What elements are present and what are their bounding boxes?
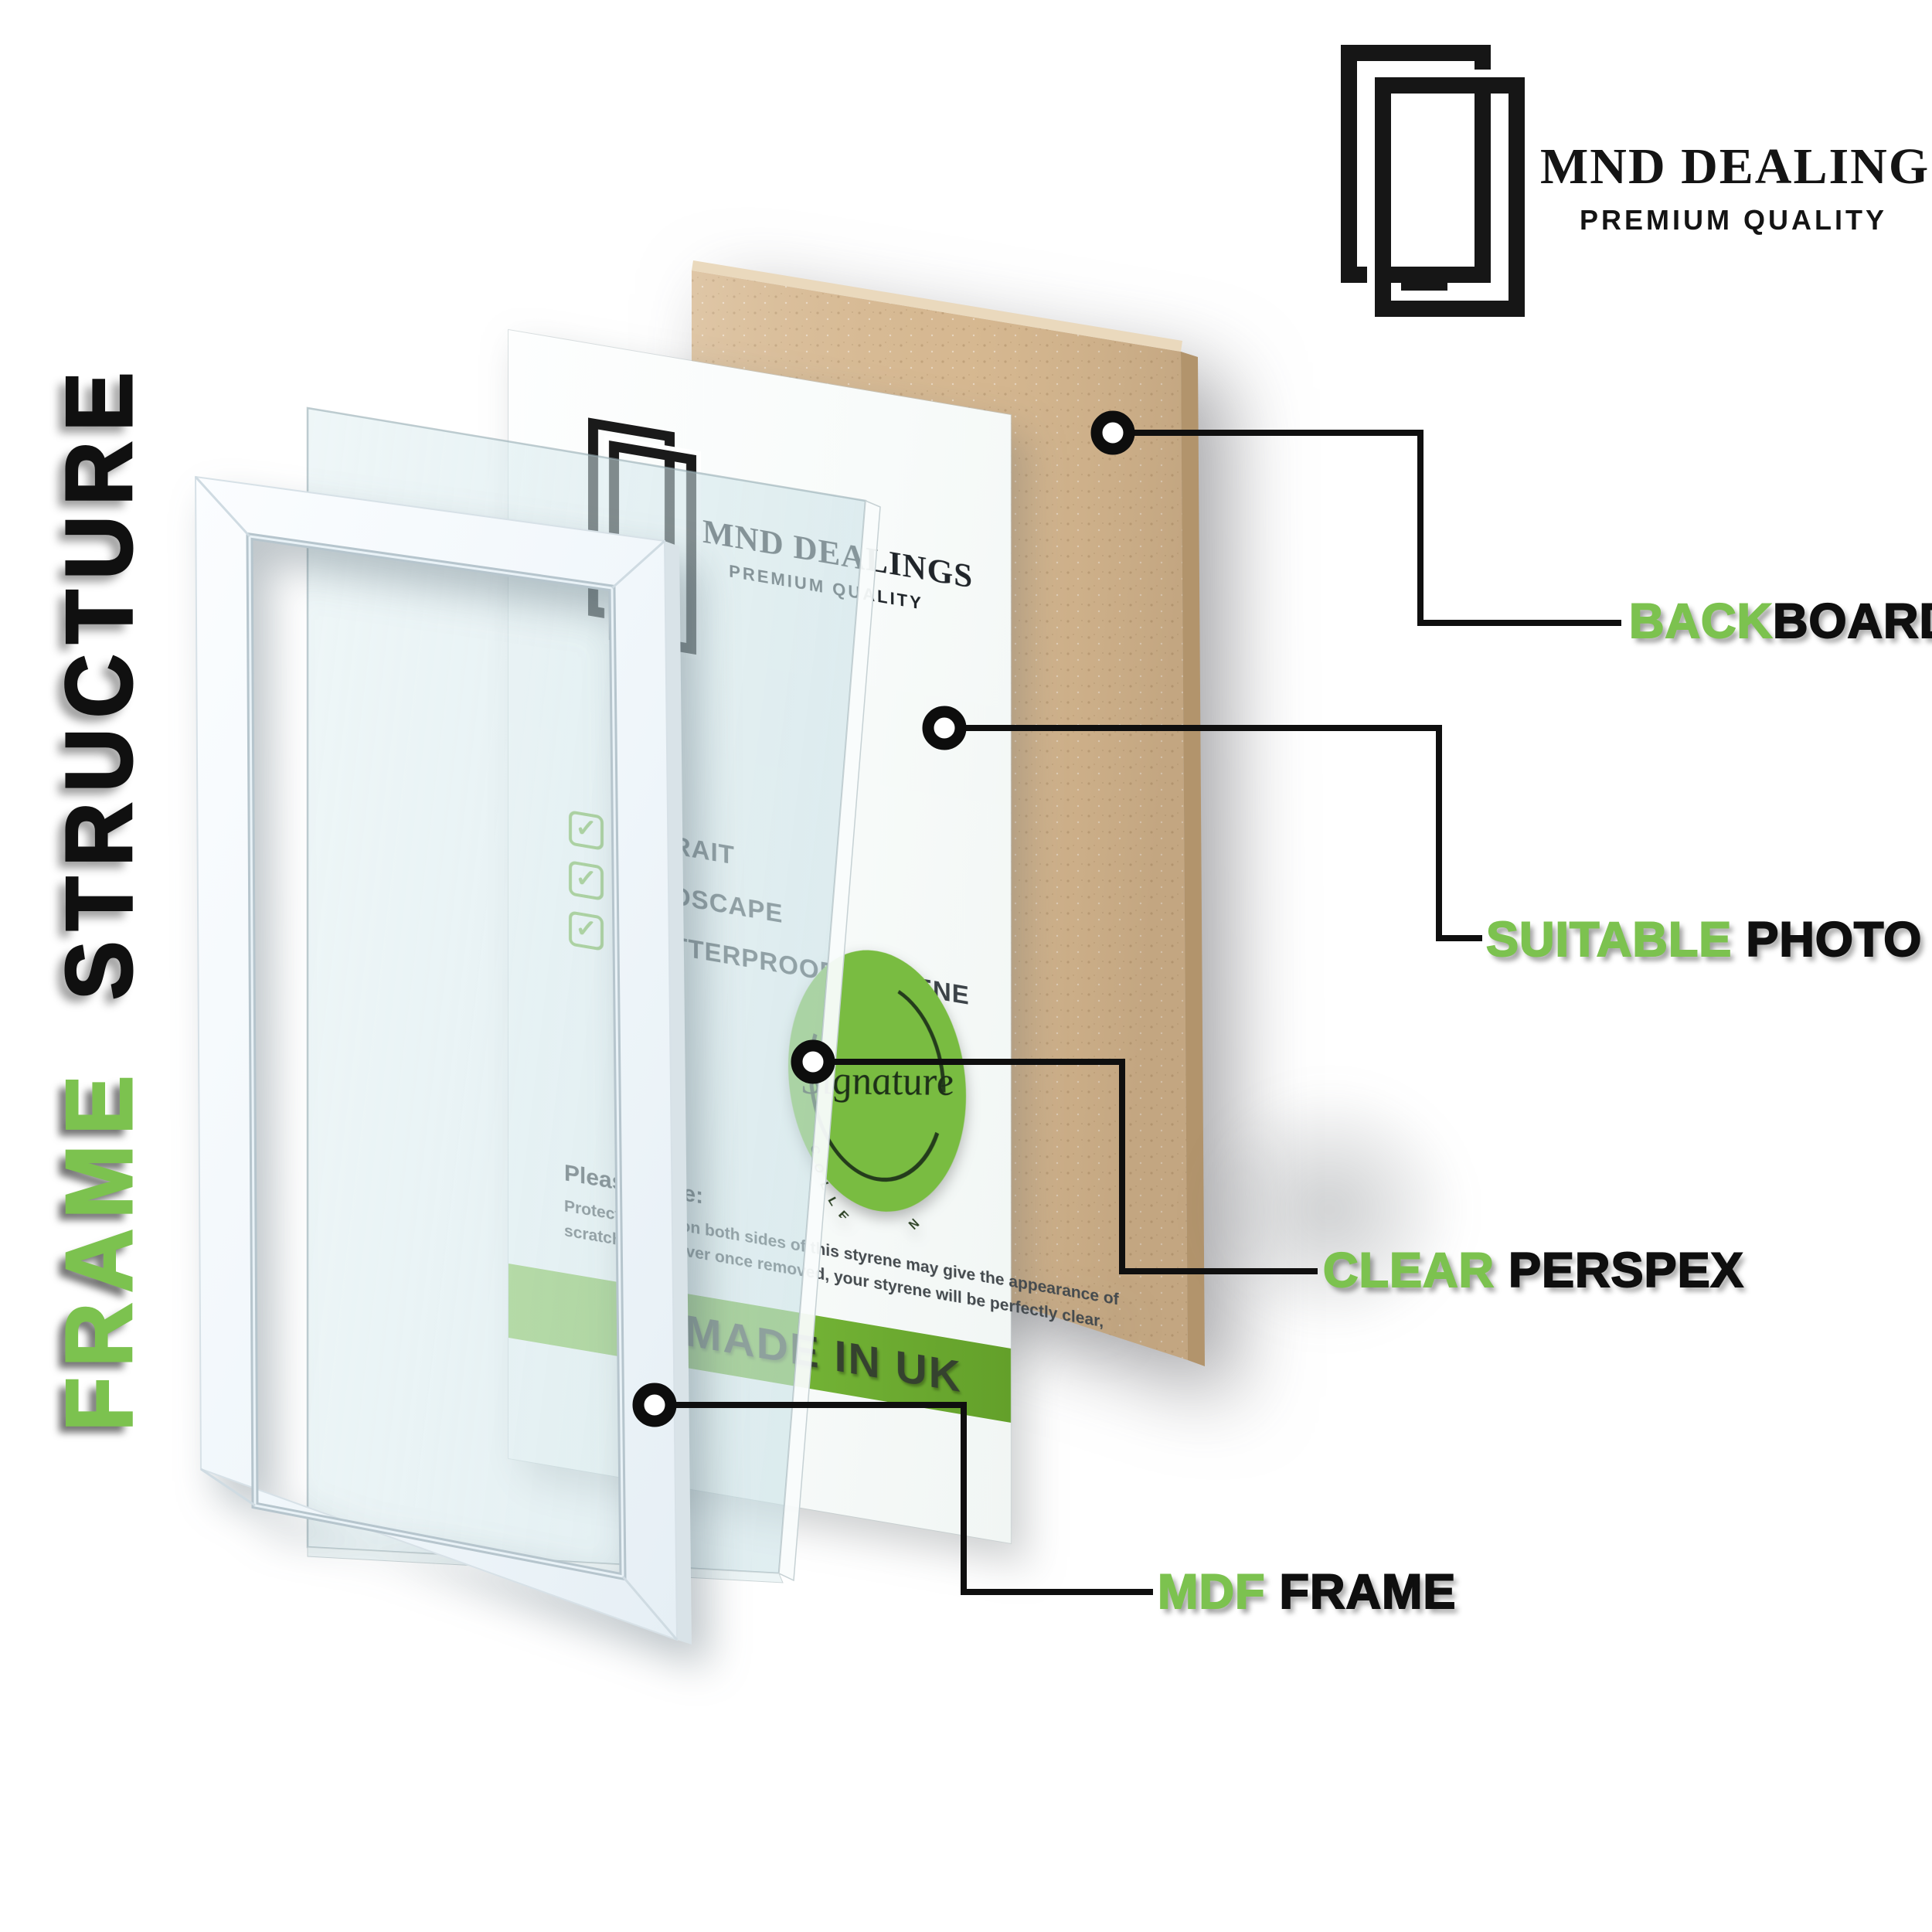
connector-mdf-frame [675,1402,1153,1595]
frame-logo-dash [1401,277,1447,291]
callout-photo-green: SUITABLE [1485,912,1733,968]
callout-ring-icon [791,1039,835,1084]
callout-mdf-green: MDF [1157,1564,1266,1620]
callout-photo-black: PHOTO [1745,912,1923,968]
backboard-cast-shadow [1144,1036,1515,1383]
callout-backboard-green: BACK [1628,594,1773,649]
frame-side-edge [665,541,692,1645]
backboard-side-edge [1181,352,1205,1366]
brand-text: MND DEALINGS PREMIUM QUALITY [1540,138,1932,236]
perspex-side-edge [778,499,881,1582]
white-frame-layer [194,475,692,1645]
callout-ring-icon [1090,410,1135,455]
perspex-layer [306,406,881,1583]
connector-suitable-photo [964,725,1482,941]
frame-logo-front-rect [1375,77,1525,317]
callout-perspex-green: CLEAR [1322,1243,1495,1298]
brand-block: MND DEALINGS PREMIUM QUALITY [1341,45,1932,323]
brand-name: MND DEALINGS [1540,138,1932,195]
connector-clear-perspex [833,1059,1318,1274]
callout-perspex-black: PERSPEX [1508,1243,1744,1298]
backboard-top-edge [692,260,1182,352]
connector-backboard [1133,430,1621,626]
callout-rings [632,410,1135,1427]
frame-miter-seams [194,475,679,1641]
callout-connectors [675,430,1621,1595]
brand-tagline: PREMIUM QUALITY [1580,204,1887,236]
callout-label-backboard: BACKBOARD [1628,594,1932,649]
callout-mdf-black: FRAME [1278,1564,1457,1620]
callout-ring-icon [632,1383,677,1427]
callout-ring-icon [922,706,967,750]
callout-backboard-black: BOARD [1772,594,1932,649]
